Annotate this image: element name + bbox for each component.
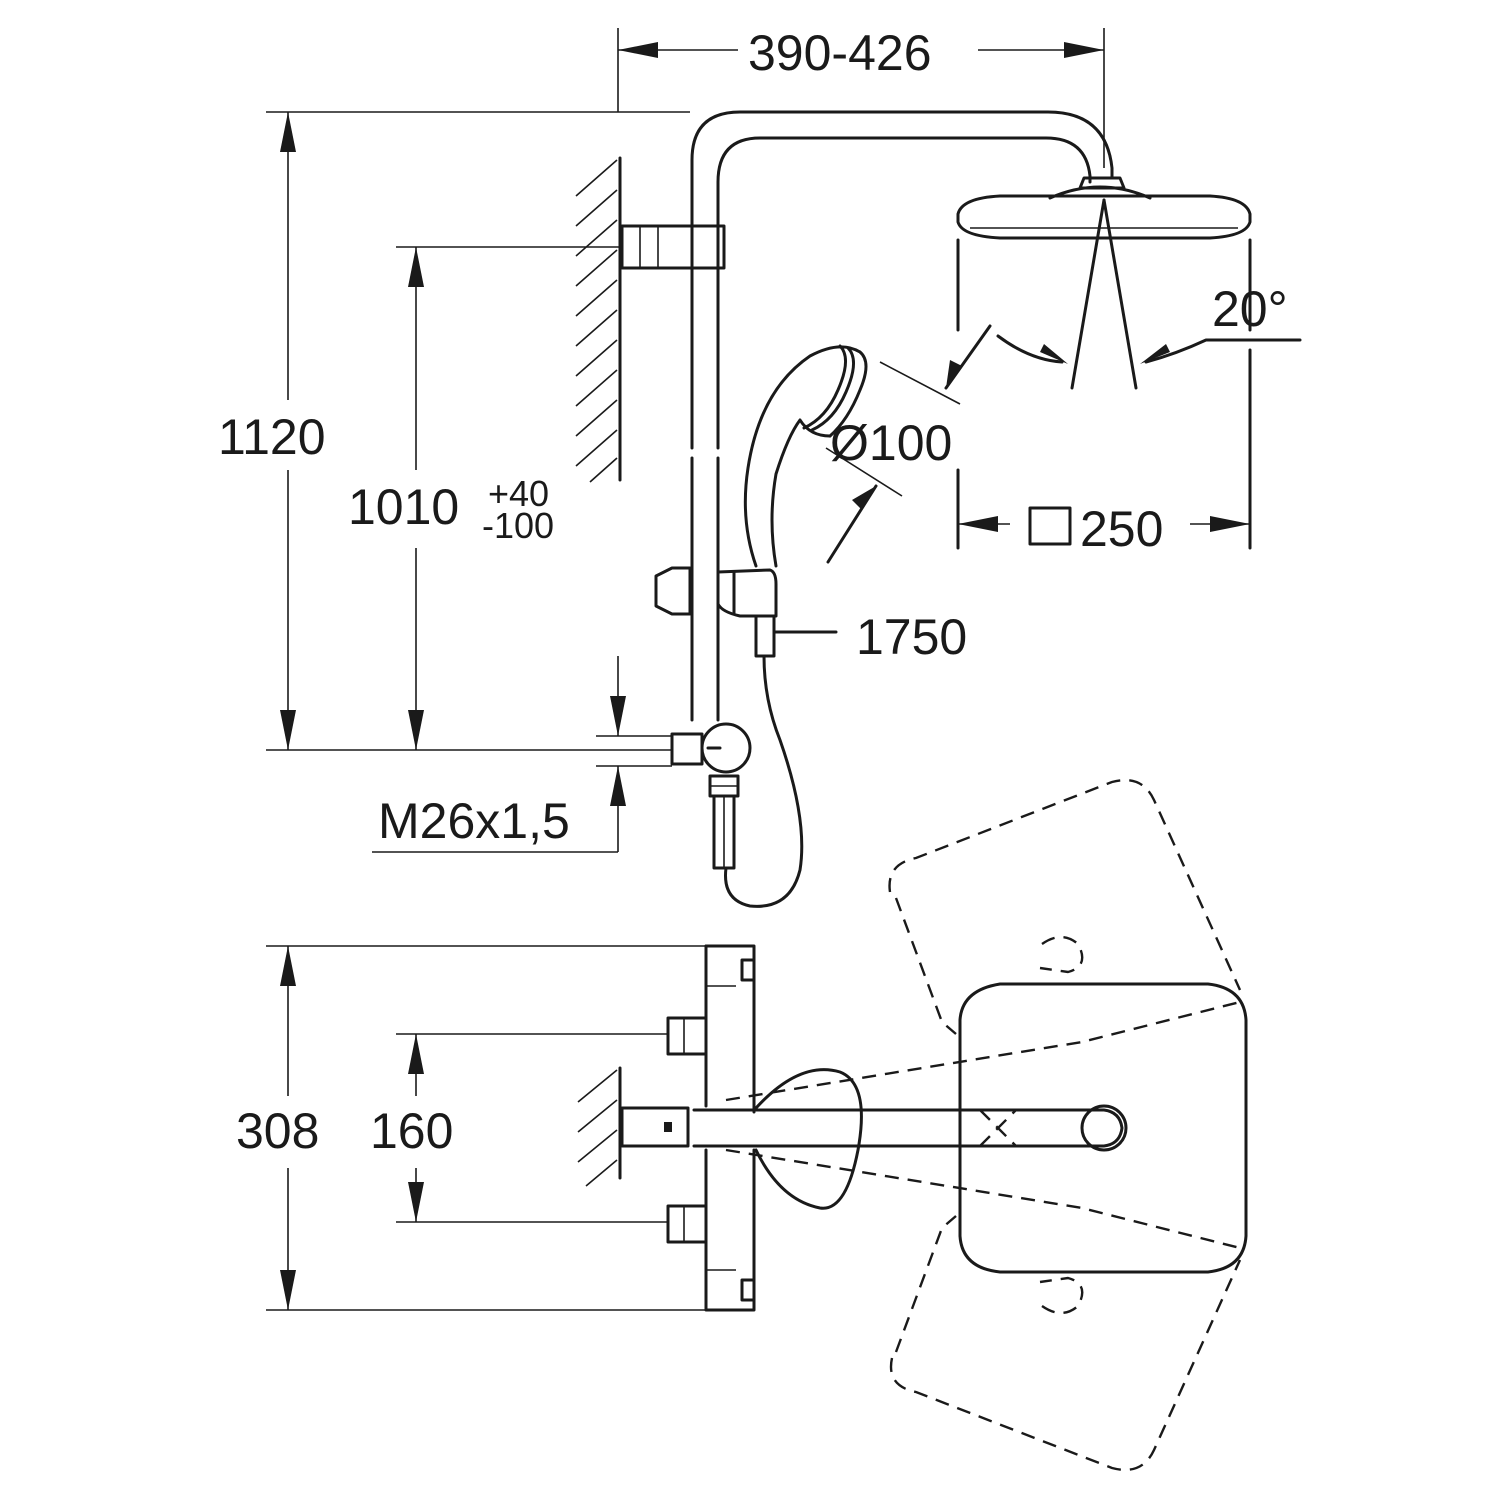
dim-total-height: [266, 111, 690, 751]
label-handshower-diameter: Ø100: [830, 415, 953, 471]
label-rail-height: 1010: [348, 479, 460, 535]
shower-riser-pipe: [690, 110, 1114, 722]
label-depth: 308: [236, 1103, 320, 1159]
dim-rail-height: [396, 246, 622, 750]
dim-top-width: [617, 28, 1105, 168]
wall-bracket-upper: [620, 224, 726, 270]
overhead-shower-head: [956, 176, 1252, 550]
label-rail-tol-plus: +40: [488, 473, 550, 514]
label-angle: 20°: [1212, 281, 1288, 337]
label-inlet-spacing: 160: [370, 1103, 454, 1159]
label-total-height: 1120: [218, 409, 326, 465]
slider-bracket: [654, 566, 838, 658]
dim-inlet-spacing: [396, 1033, 668, 1223]
dim-depth: [266, 945, 706, 1311]
hand-shower-top: [754, 1068, 863, 1210]
shower-arm-top: [692, 1104, 1128, 1152]
dim-head-size: [958, 506, 1250, 546]
wall-hatching-lower: [577, 1066, 622, 1187]
thermostat-body: [620, 944, 756, 1312]
head-rotated-dashed: [725, 778, 1242, 1472]
label-head-size: 250: [1080, 501, 1164, 557]
label-connection: M26x1,5: [378, 793, 570, 849]
head-outline-top: [958, 982, 1248, 1274]
label-rail-tol-minus: -100: [482, 505, 555, 546]
shower-hose: [724, 654, 804, 908]
hand-shower: [743, 324, 992, 568]
label-top-width: 390-426: [748, 25, 932, 81]
wall-hatching-upper: [575, 156, 622, 483]
label-hose-length: 1750: [856, 609, 968, 665]
dim-connection: [372, 656, 672, 853]
spray-angle-lines: [996, 198, 1302, 390]
diverter-connection: [670, 722, 752, 870]
